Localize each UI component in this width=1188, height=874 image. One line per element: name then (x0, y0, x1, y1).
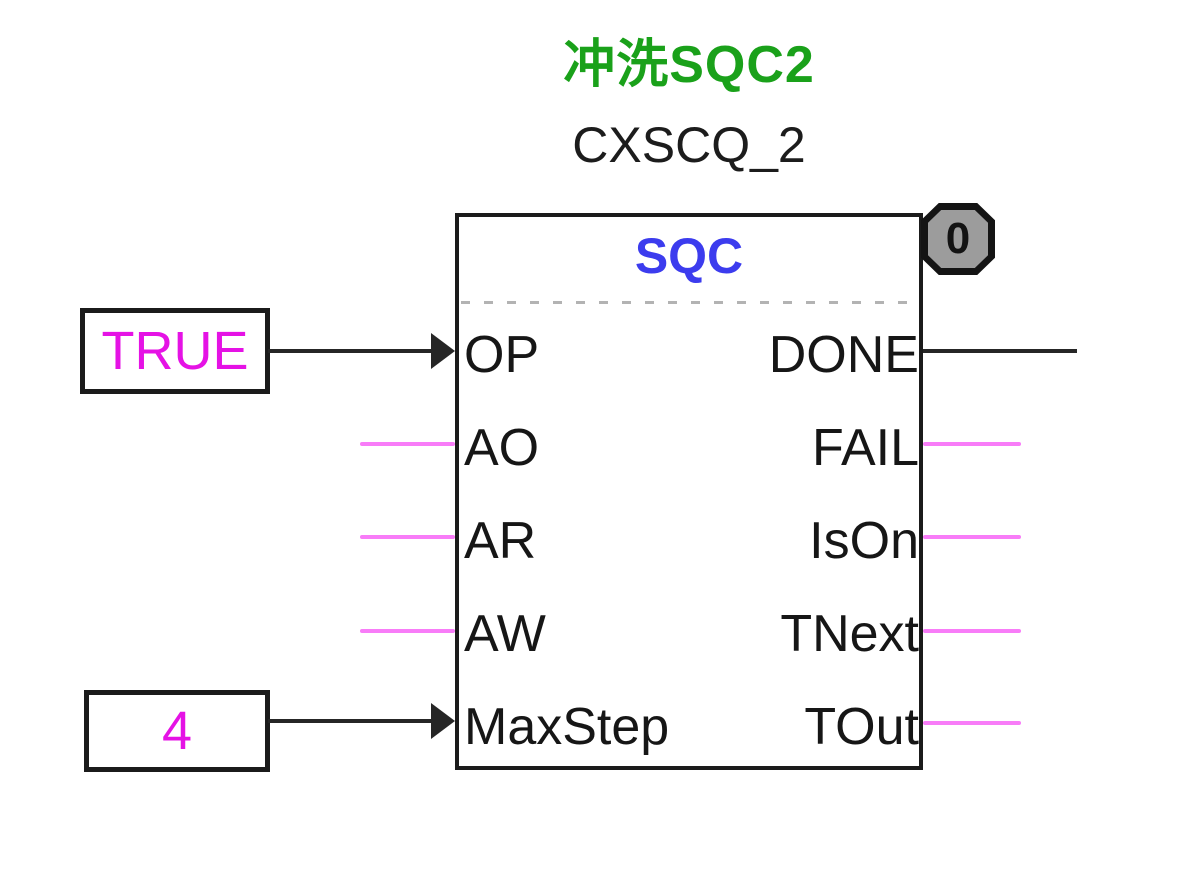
stub-tout[interactable] (923, 721, 1021, 725)
stub-ison[interactable] (923, 535, 1021, 539)
stub-ao[interactable] (360, 442, 455, 446)
constant-box-4[interactable]: 4 (84, 690, 270, 772)
output-pin-tnext[interactable]: TNext (780, 605, 919, 663)
output-pin-ison[interactable]: IsOn (809, 512, 919, 570)
sqc-function-block[interactable]: SQC OP AO AR AW MaxStep DONE FAIL IsOn T… (455, 213, 923, 770)
input-pin-ao[interactable]: AO (464, 419, 540, 477)
input-pin-maxstep[interactable]: MaxStep (464, 698, 670, 756)
wire-4-to-maxstep[interactable] (268, 719, 433, 723)
stub-fail[interactable] (923, 442, 1021, 446)
exec-order-value: 0 (928, 210, 988, 268)
stub-ar[interactable] (360, 535, 455, 539)
arrowhead-maxstep (431, 703, 455, 739)
wire-true-to-op[interactable] (268, 349, 433, 353)
block-description: 冲洗SQC2 (563, 36, 815, 94)
output-pin-done[interactable]: DONE (768, 326, 919, 384)
header-separator (461, 301, 913, 304)
arrowhead-op (431, 333, 455, 369)
block-type-label: SQC (634, 228, 744, 284)
stub-tnext[interactable] (923, 629, 1021, 633)
wire-done-out[interactable] (923, 349, 1077, 353)
input-pin-op[interactable]: OP (464, 326, 540, 384)
block-instance-name[interactable]: CXSCQ_2 (572, 117, 806, 173)
output-pin-tout[interactable]: TOut (804, 698, 919, 756)
input-pin-ar[interactable]: AR (464, 512, 537, 570)
stub-aw[interactable] (360, 629, 455, 633)
output-pin-fail[interactable]: FAIL (812, 419, 919, 477)
exec-order-badge: 0 (921, 203, 995, 275)
input-pin-aw[interactable]: AW (464, 605, 546, 663)
constant-box-true[interactable]: TRUE (80, 308, 270, 394)
